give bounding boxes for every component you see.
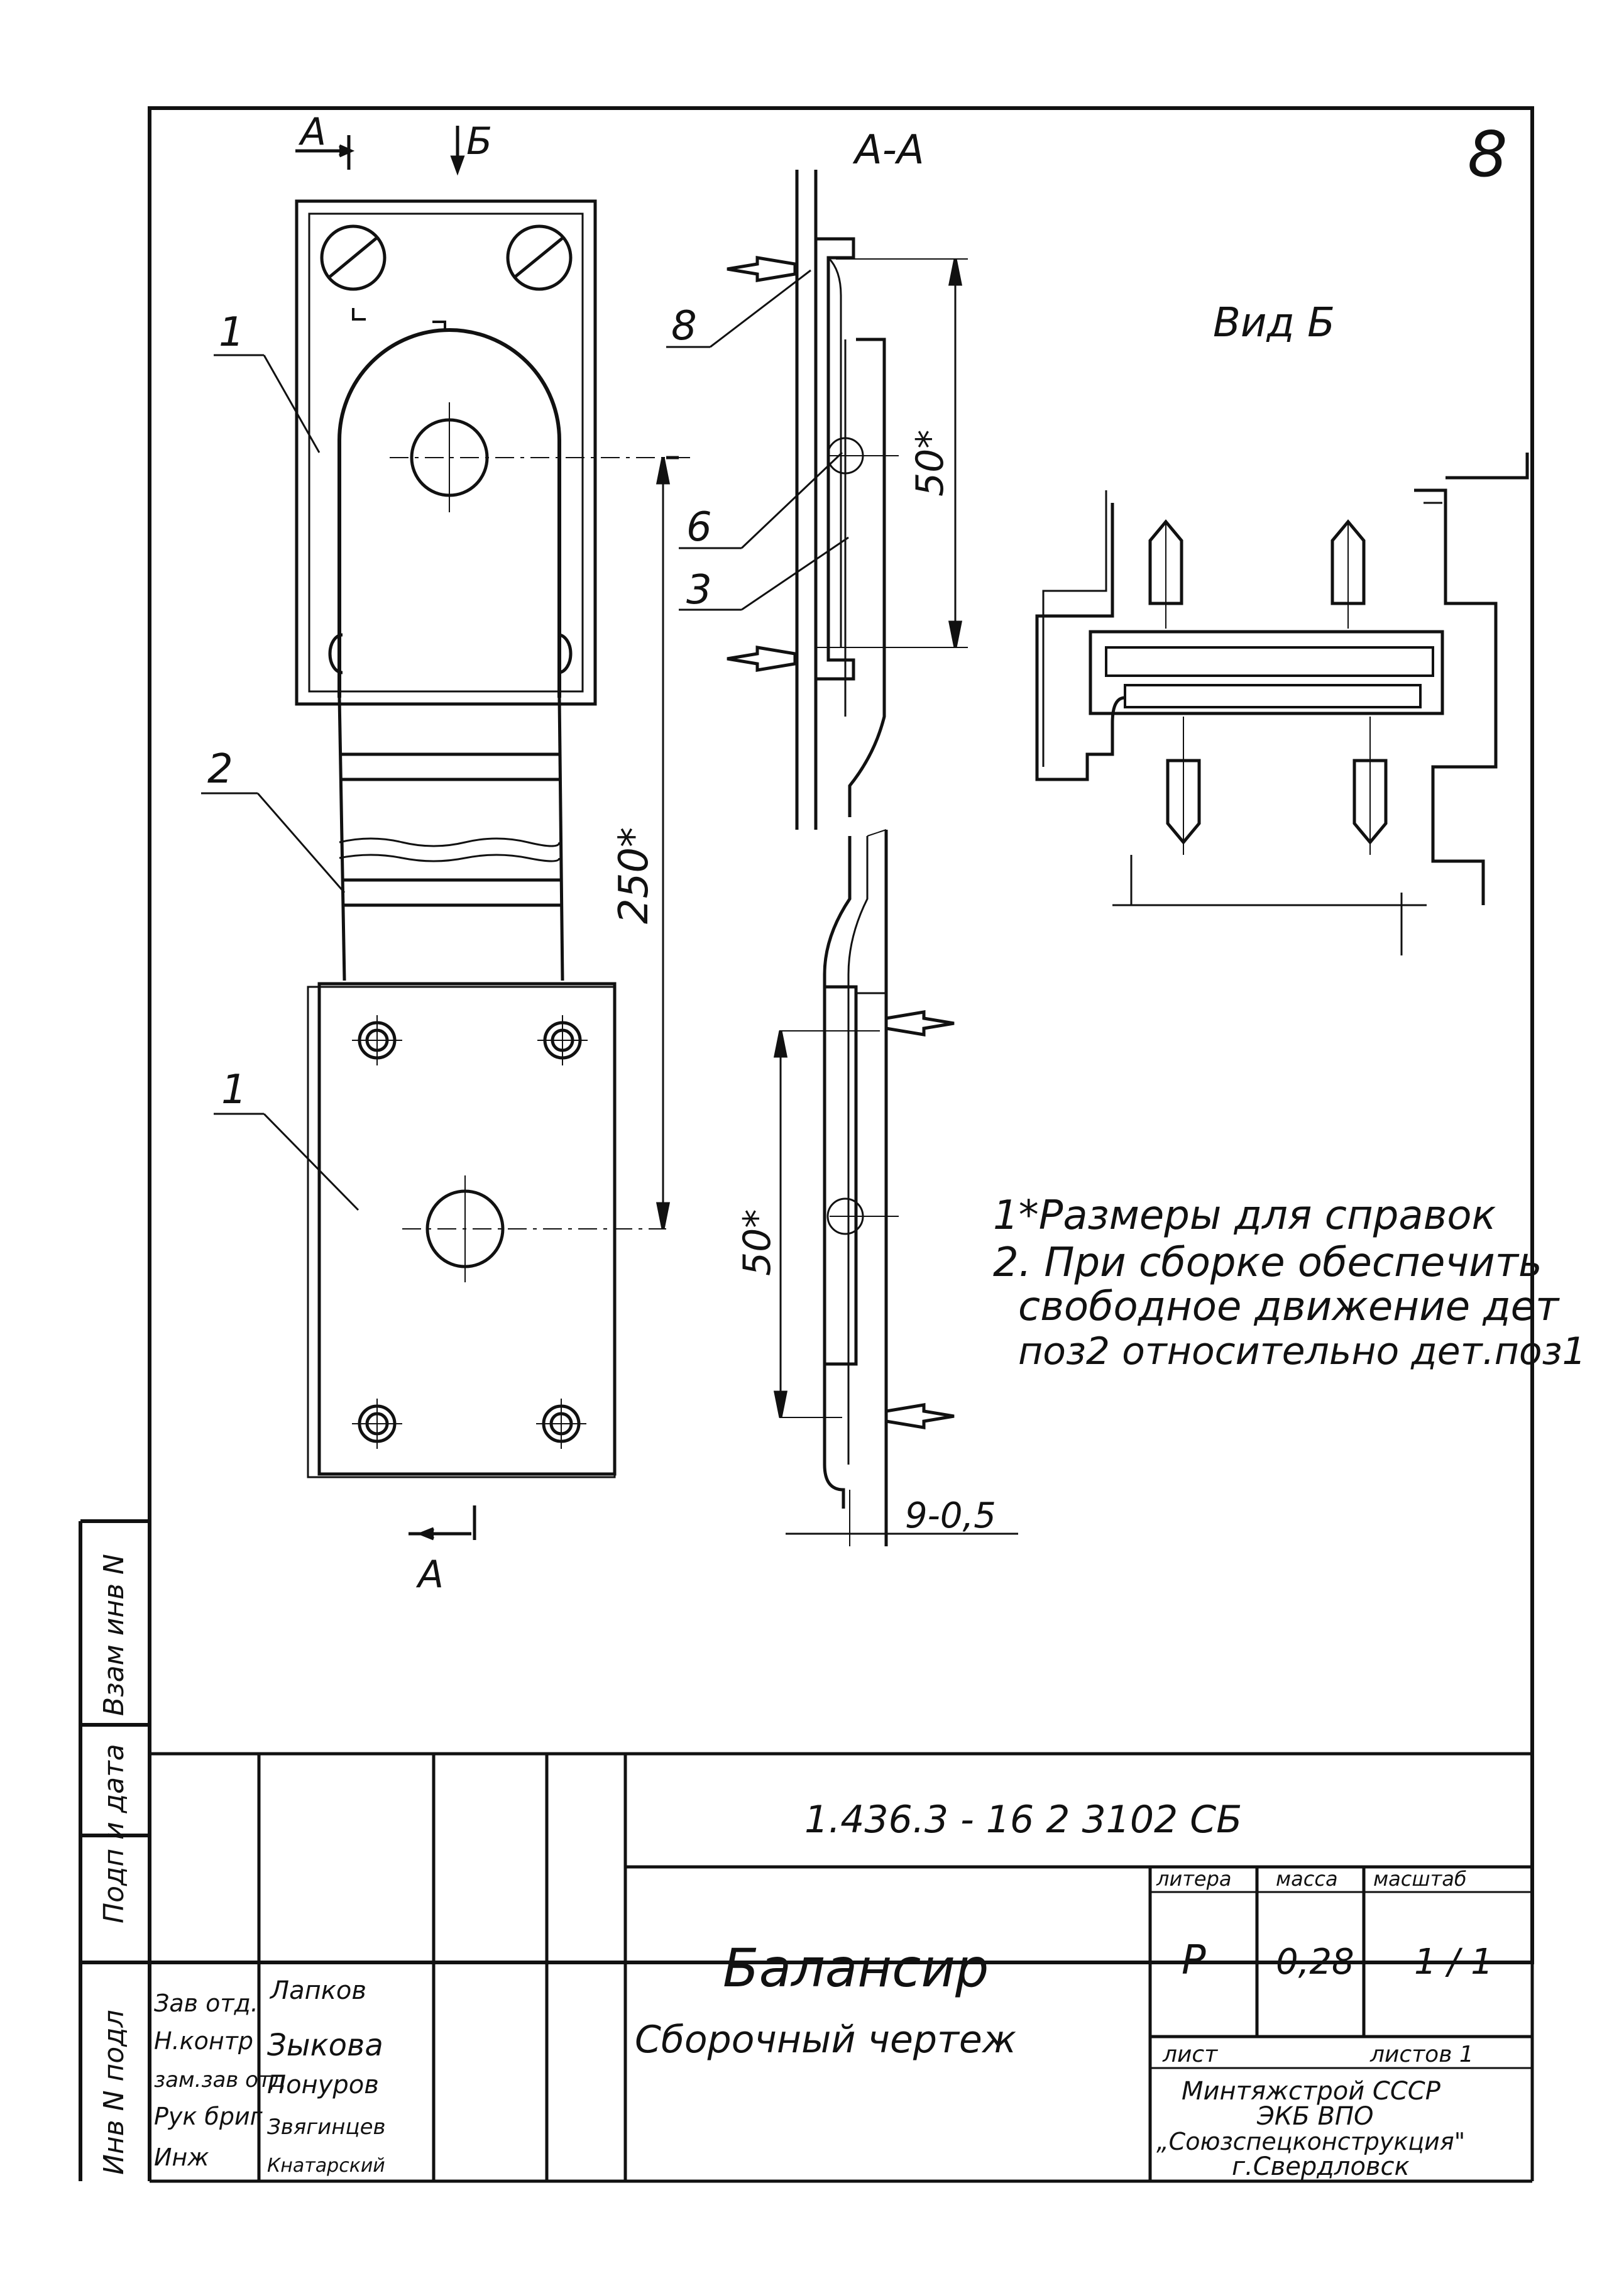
note-line-3: свободное движение дет	[1018, 1284, 1560, 1330]
leaders	[201, 269, 849, 1211]
side-stamp: Взам инв N Подп и дата Инв N подл	[79, 1554, 151, 2181]
role-2: Н.контр	[154, 2027, 253, 2055]
scale-value: 1 / 1	[1414, 1942, 1493, 1983]
callout-pos3: 3	[686, 567, 712, 613]
name-1: Лапков	[269, 1976, 366, 2005]
role-5: Инж	[154, 2143, 209, 2171]
frame	[79, 106, 1534, 1964]
header-massa: масса	[1276, 1867, 1338, 1891]
name-2: Зыкова	[267, 2028, 383, 2063]
title-block	[150, 1752, 1534, 2183]
callout-pos6: 6	[686, 504, 712, 551]
section-aa	[727, 170, 1018, 1546]
role-4: Рук бриг	[154, 2103, 263, 2130]
section-marker-a-bottom: А	[415, 1553, 444, 1597]
note-line-4: поз2 относительно дет.поз1	[1018, 1329, 1586, 1373]
callout-pos2: 2	[207, 746, 233, 793]
massa-value: 0,28	[1276, 1942, 1354, 1983]
dim-50-lower: 50*	[735, 1209, 779, 1276]
note-line-2: 2. При сборке обеспечить	[993, 1240, 1542, 1286]
name-3: Понуров	[267, 2071, 379, 2099]
view-b	[1035, 453, 1529, 955]
org-line-2: ЭКБ ВПО	[1256, 2102, 1374, 2131]
org-line-3: „Союзспецконструкция"	[1156, 2128, 1465, 2155]
role-3: зам.зав отд	[154, 2067, 285, 2093]
document-type: Сборочный чертеж	[635, 2018, 1016, 2062]
main-view	[295, 126, 691, 1541]
dim-9: 9-0,5	[905, 1495, 996, 1536]
side-inv: Инв N подл	[98, 2010, 130, 2175]
section-title: А-А	[852, 127, 924, 173]
view-marker-b: Б	[466, 119, 492, 163]
drawing-name: Балансир	[723, 1937, 989, 1999]
note-line-1: 1*Размеры для справок	[993, 1192, 1496, 1239]
view-title: Вид Б	[1213, 300, 1335, 346]
sheet-number: 8	[1468, 118, 1508, 191]
litera-value: Р	[1182, 1937, 1206, 1984]
sheets-count: листов 1	[1369, 2042, 1474, 2067]
callout-pos8: 8	[671, 303, 697, 349]
side-vzam: Взам инв N	[98, 1554, 130, 1716]
dim-250: 250*	[611, 827, 657, 924]
name-4: Звягинцев	[267, 2115, 386, 2140]
org-line-1: Минтяжстрой СССР	[1182, 2077, 1441, 2106]
title-block-text: 1.436.3 - 16 2 3102 СБ Балансир Сборочны…	[635, 1798, 1493, 2181]
org-line-4: г.Свердловск	[1232, 2152, 1410, 2181]
technical-notes: 1*Размеры для справок 2. При сборке обес…	[993, 1192, 1586, 1373]
role-1: Зав отд.	[154, 1989, 258, 2017]
name-5: Кнатарский	[267, 2155, 385, 2177]
sheet-label: лист	[1162, 2042, 1218, 2067]
designation: 1.436.3 - 16 2 3102 СБ	[804, 1798, 1242, 1842]
signature-rows: Зав отд. Н.контр зам.зав отд Рук бриг Ин…	[154, 1976, 386, 2177]
drawing-labels: 8 А Б А А-А Вид Б 1 2 1 8 6 3 250* 50* 5…	[207, 110, 1508, 1597]
section-marker-a-top: А	[298, 110, 326, 154]
callout-pos1-lower: 1	[221, 1067, 247, 1113]
header-litera: литера	[1156, 1867, 1232, 1891]
callout-pos1-upper: 1	[219, 309, 244, 356]
dim-50-upper: 50*	[908, 430, 952, 497]
side-podp: Подп и дата	[98, 1744, 130, 1923]
header-scale: масштаб	[1373, 1867, 1467, 1891]
